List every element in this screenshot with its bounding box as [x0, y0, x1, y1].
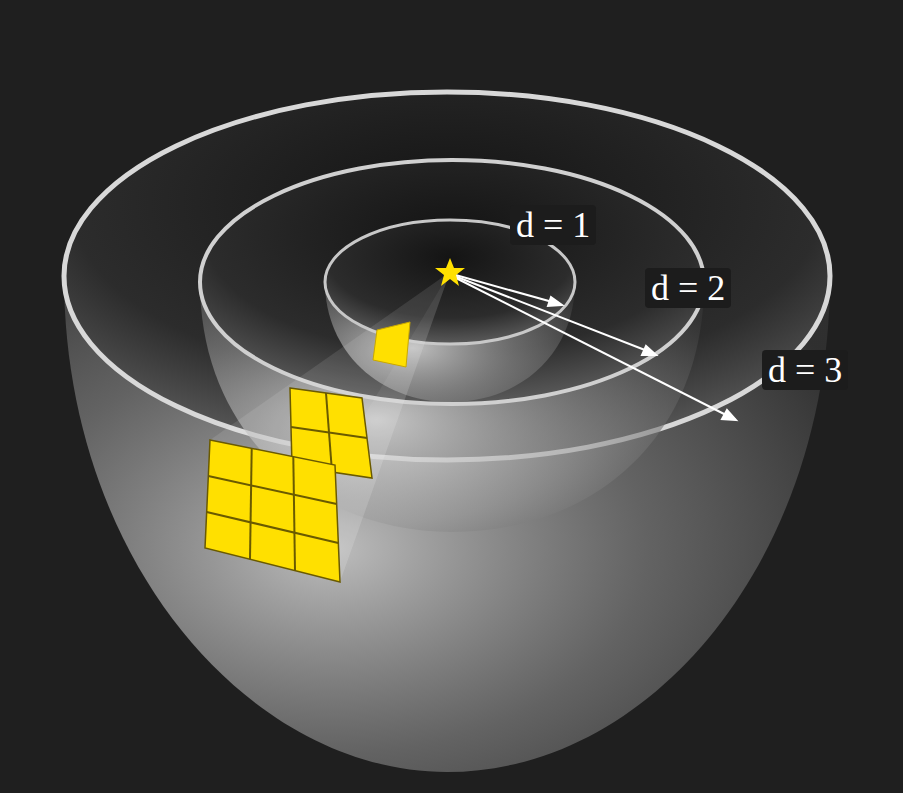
- grid-line: [207, 512, 339, 543]
- grid-line: [208, 476, 336, 504]
- distance-label: d = 3: [762, 350, 848, 390]
- radius-arrow: [452, 275, 650, 352]
- distance-label: d = 1: [510, 205, 596, 245]
- distance-label: d = 2: [645, 268, 731, 308]
- grid-line: [250, 448, 252, 559]
- grid-line: [291, 427, 367, 438]
- arrow-head: [548, 297, 562, 306]
- radius-arrow: [452, 274, 556, 303]
- outer-rim: [64, 92, 830, 460]
- area-square: [373, 322, 410, 367]
- light-cone: [205, 272, 450, 582]
- arrow-head: [642, 346, 656, 355]
- light-source-star: [435, 258, 465, 286]
- grid-line: [293, 457, 295, 571]
- arrow-head: [722, 410, 736, 420]
- area-square: [205, 440, 340, 582]
- middle-rim: [200, 160, 704, 404]
